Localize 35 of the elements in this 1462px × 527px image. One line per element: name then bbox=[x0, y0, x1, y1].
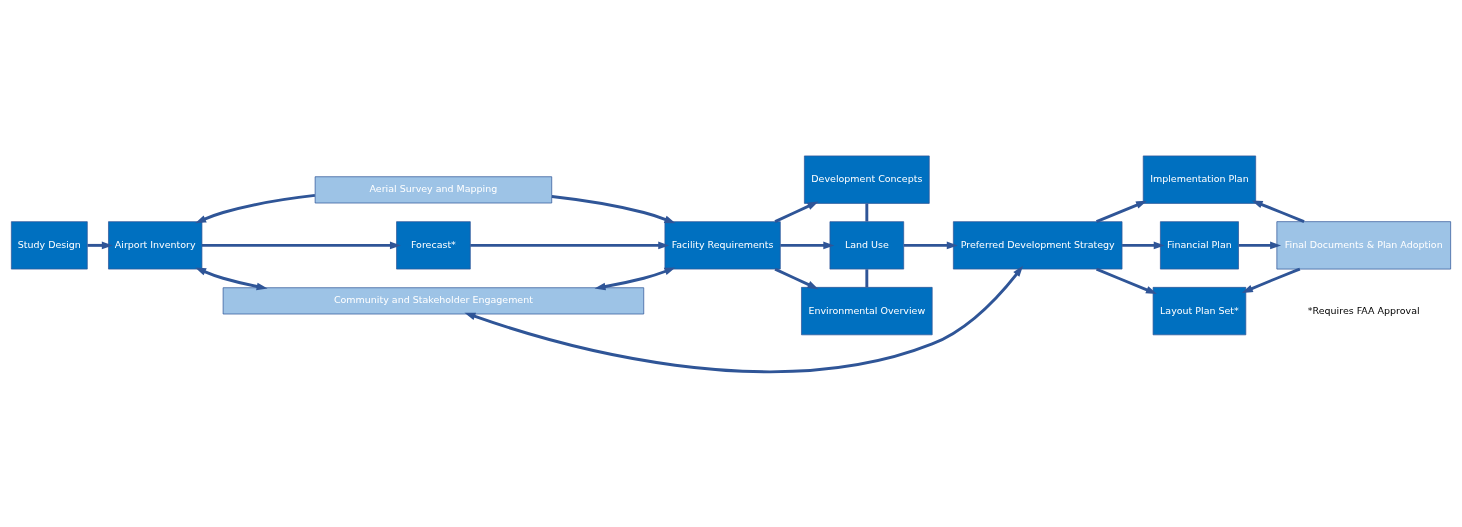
arrow bbox=[470, 241, 670, 249]
node-box: Facility Requirements bbox=[664, 220, 781, 269]
connector bbox=[865, 203, 869, 221]
arrow bbox=[195, 193, 316, 223]
arrow bbox=[195, 266, 268, 290]
node-box: Study Design bbox=[11, 220, 88, 269]
node-box: Final Documents & Plan Adoption bbox=[1276, 220, 1451, 269]
arrow bbox=[780, 241, 835, 249]
arrow bbox=[87, 241, 113, 249]
node-box: Aerial Survey and Mapping bbox=[314, 175, 553, 203]
node-box: Development Concepts bbox=[804, 155, 930, 204]
arrow bbox=[774, 201, 819, 223]
arrow bbox=[774, 267, 819, 289]
node-box: Land Use bbox=[829, 220, 905, 269]
arrow bbox=[201, 241, 401, 249]
node-box: Layout Plan Set* bbox=[1152, 286, 1247, 335]
arrow bbox=[594, 267, 676, 290]
node-box: Airport Inventory bbox=[108, 220, 203, 269]
arrow bbox=[903, 241, 958, 249]
arrow bbox=[1251, 199, 1305, 223]
node-box: Forecast* bbox=[396, 220, 471, 269]
arrow bbox=[1095, 267, 1157, 294]
arrow bbox=[464, 265, 1024, 373]
arrow bbox=[1241, 267, 1301, 293]
node-box: Financial Plan bbox=[1160, 220, 1239, 269]
arrow bbox=[551, 194, 676, 223]
node-box: Environmental Overview bbox=[801, 286, 933, 335]
node-box: Community and Stakeholder Engagement bbox=[222, 286, 645, 314]
arrow bbox=[1238, 241, 1282, 249]
arrow bbox=[1095, 200, 1148, 223]
connector bbox=[865, 268, 869, 287]
node-box: Implementation Plan bbox=[1142, 155, 1257, 204]
arrow bbox=[1122, 241, 1165, 249]
node-box: Preferred Development Strategy bbox=[953, 220, 1123, 269]
label: *Requires FAA Approval bbox=[1307, 304, 1420, 316]
